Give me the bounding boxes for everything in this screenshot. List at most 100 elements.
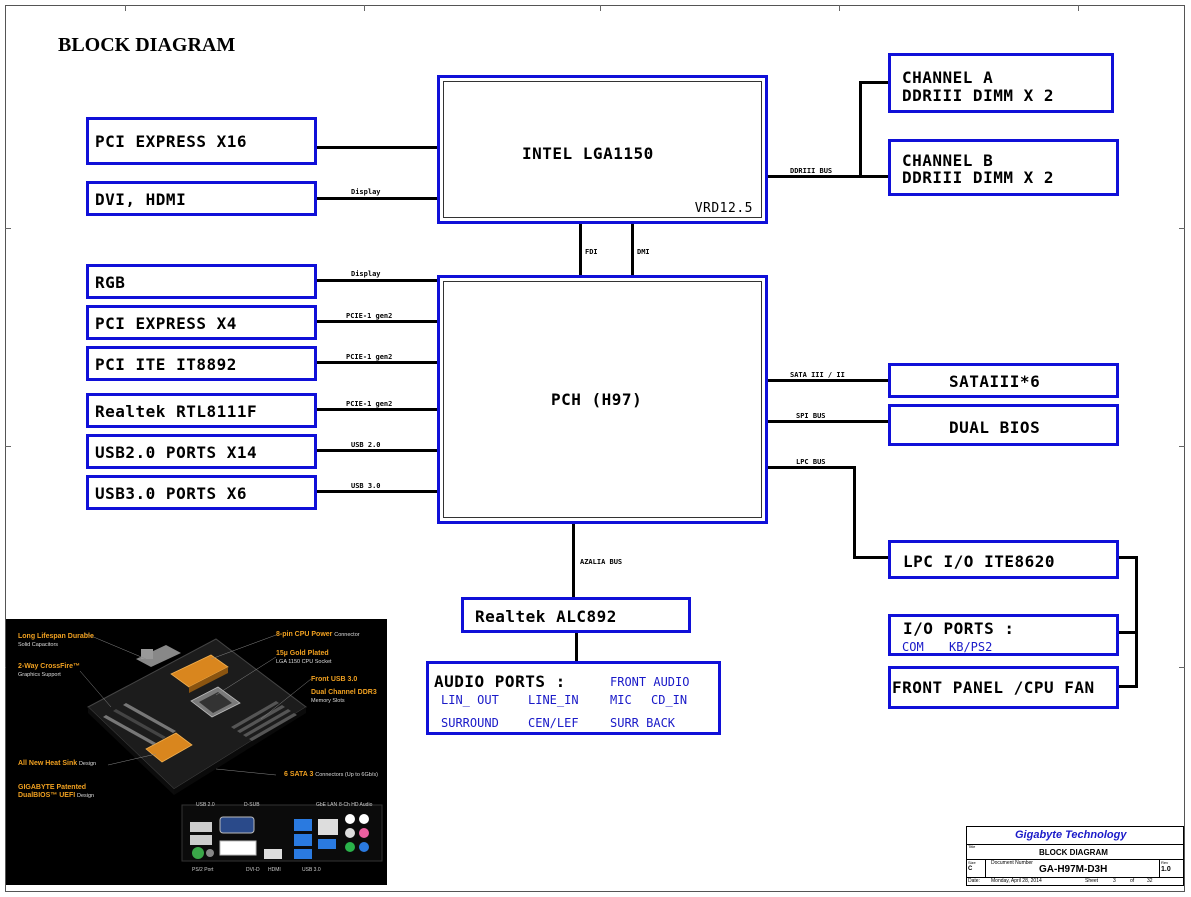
of-caption: of: [1130, 878, 1135, 884]
feature-sub: Connector: [334, 632, 360, 638]
block-label: Realtek RTL8111F: [95, 402, 258, 421]
sheet-size: C: [968, 866, 973, 872]
feature-sub: Graphics Support: [18, 672, 61, 678]
feature-sub: LGA 1150 CPU Socket: [276, 659, 332, 665]
io-label-ps2: PS/2 Port: [192, 867, 214, 873]
audio-line-in: LINE_IN: [528, 693, 579, 707]
frame-tick: [5, 228, 11, 229]
audio-cd-in: CD_IN: [651, 693, 688, 707]
feature-title: 2-Way CrossFire™: [18, 663, 80, 670]
block-alc892: Realtek ALC892: [461, 597, 691, 633]
block-label: USB2.0 PORTS X14: [95, 443, 258, 462]
channel-a-dimm: DDRIII DIMM X 2: [902, 86, 1054, 105]
io-label-usb3: USB 3.0: [302, 867, 321, 873]
block-label: PCI ITE IT8892: [95, 355, 237, 374]
bus-label-fdi: FDI: [585, 248, 598, 256]
bus-label-pcie: PCIE-1 gen2: [346, 353, 393, 361]
feature-sub: Solid Capacitors: [18, 642, 59, 648]
wire-it8892: [316, 361, 439, 364]
block-label: I/O PORTS :: [903, 619, 1015, 638]
channel-b-dimm: DDRIII DIMM X 2: [902, 168, 1054, 187]
title-caption: Title: [968, 844, 976, 849]
frame-tick: [1179, 228, 1185, 229]
wire-lpc-v: [853, 466, 856, 558]
block-label: PCI EXPRESS X4: [95, 314, 237, 333]
motherboard-illustration: [79, 632, 383, 862]
feature-heat-sink: All New Heat Sink Design: [18, 760, 96, 768]
bus-label-lpc: LPC BUS: [796, 458, 826, 466]
block-sata: SATAIII*6: [888, 363, 1119, 398]
tb-divider: [985, 859, 986, 877]
bus-label-ddr: DDRIII BUS: [790, 167, 833, 175]
block-usb2: USB2.0 PORTS X14: [86, 434, 317, 469]
wire-ddr-bus: [768, 175, 860, 178]
sheet-title: BLOCK DIAGRAM: [1039, 848, 1108, 857]
sheet-number: 3: [1113, 878, 1116, 884]
doc-number: GA-H97M-D3H: [1039, 864, 1108, 875]
io-label-usb2: USB 2.0: [196, 802, 215, 808]
audio-front: FRONT AUDIO: [610, 675, 690, 689]
wire-dvi-hdmi: [316, 197, 439, 200]
feature-sub: Design: [78, 761, 97, 767]
cpu-label: INTEL LGA1150: [522, 144, 654, 163]
bus-label-usb3: USB 3.0: [351, 482, 381, 490]
frame-tick: [125, 5, 126, 11]
pch-inner-border: [443, 281, 762, 518]
audio-cen-lef: CEN/LEF: [528, 716, 579, 730]
block-usb3: USB3.0 PORTS X6: [86, 475, 317, 510]
frame-tick: [1179, 446, 1185, 447]
feature-title: GIGABYTE Patented: [18, 784, 87, 791]
block-front-panel: FRONT PANEL /CPU FAN: [888, 666, 1119, 709]
bus-label-dmi: DMI: [637, 248, 650, 256]
feature-sata3: 6 SATA 3 Connectors (Up to 6Gb/s): [284, 771, 378, 779]
sheet-total: 32: [1147, 878, 1153, 884]
frame-tick: [839, 5, 840, 11]
channel-a-title: CHANNEL A: [902, 68, 994, 87]
io-label-gbe-lan: GbE LAN: [316, 802, 338, 808]
block-label: RGB: [95, 273, 126, 292]
pch-label: PCH (H97): [551, 390, 643, 409]
audio-surr-back: SURR BACK: [610, 716, 676, 730]
wire-ddr-trunk: [859, 81, 862, 178]
block-channel-a: CHANNEL A DDRIII DIMM X 2: [888, 53, 1114, 113]
io-port-kbps2: KB/PS2: [949, 640, 993, 654]
bus-label-pcie: PCIE-1 gen2: [346, 400, 393, 408]
wire-lpc-in: [853, 556, 890, 559]
wire-sata: [768, 379, 890, 382]
feature-sub: Design: [77, 793, 95, 799]
wire-azalia: [572, 522, 575, 598]
block-lpc-io: LPC I/O ITE8620: [888, 540, 1119, 579]
block-label: Realtek ALC892: [475, 607, 617, 626]
block-label: DUAL BIOS: [949, 418, 1041, 437]
frame-tick: [5, 446, 11, 447]
pch-block: PCH (H97): [437, 275, 768, 524]
bus-label-sata: SATA III / II: [790, 371, 845, 379]
title-block-doc-row: Size C Document Number GA-H97M-D3H Rev 1…: [967, 859, 1183, 878]
feature-title: Long Lifespan Durable: [18, 633, 94, 640]
audio-mic: MIC: [610, 693, 632, 707]
block-pci-it8892: PCI ITE IT8892: [86, 346, 317, 381]
wire-lpc-out: [1117, 556, 1138, 559]
block-rtl8111f: Realtek RTL8111F: [86, 393, 317, 428]
sheet-date: Monday, April 28, 2014: [991, 878, 1042, 884]
block-dvi-hdmi: DVI, HDMI: [86, 181, 317, 216]
block-label: FRONT PANEL /CPU FAN: [892, 678, 1095, 697]
block-label: DVI, HDMI: [95, 190, 187, 209]
wire-io-ports: [1117, 631, 1138, 634]
io-label-hd-audio: 8-Ch HD Audio: [339, 802, 373, 808]
feature-title: 6 SATA 3: [284, 771, 314, 778]
bus-label-display: Display: [351, 270, 381, 278]
feature-cpu-power: 8-pin CPU Power Connector: [276, 631, 360, 639]
frame-tick: [364, 5, 365, 11]
docnum-caption: Document Number: [991, 860, 1033, 866]
wire-channel-b: [859, 175, 890, 178]
wire-spi: [768, 420, 890, 423]
channel-b-title: CHANNEL B: [902, 151, 994, 170]
wire-usb3: [316, 490, 439, 493]
io-label-dvi-d: DVI-D: [246, 867, 260, 873]
block-label: SATAIII*6: [949, 372, 1041, 391]
